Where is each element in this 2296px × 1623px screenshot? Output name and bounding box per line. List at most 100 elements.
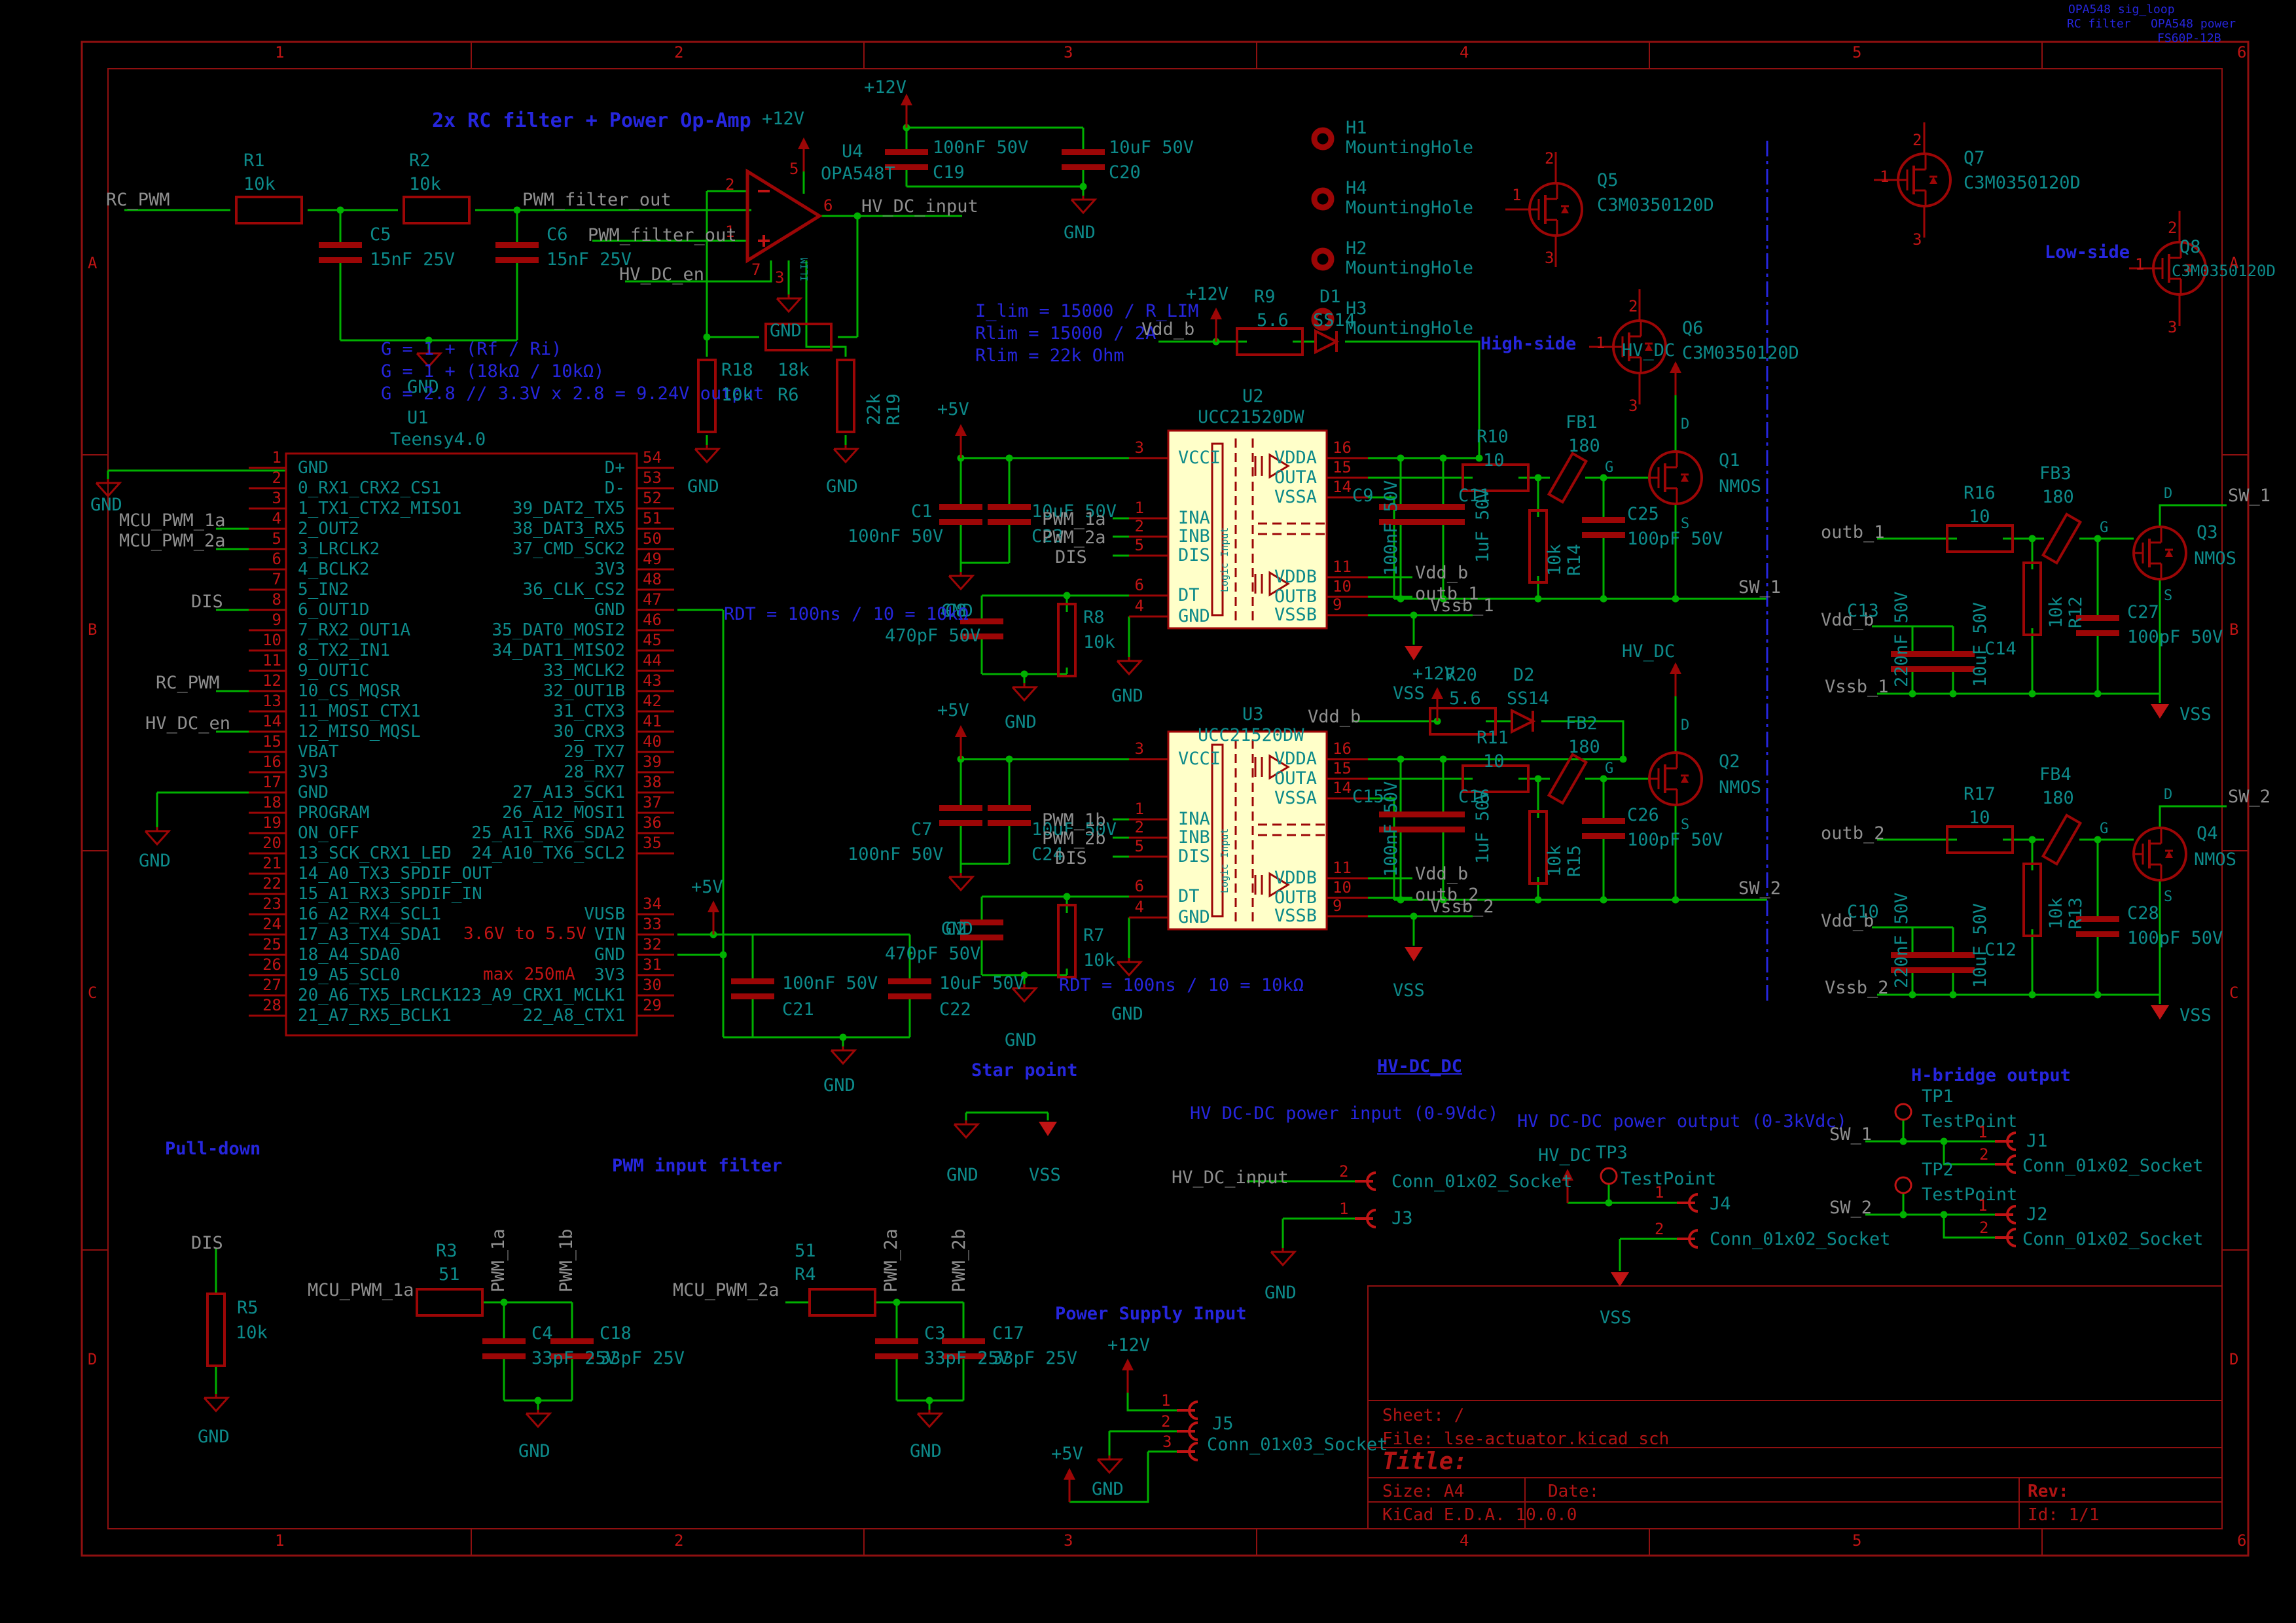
value-label: C14 xyxy=(1984,639,2017,659)
value-label: Q5 xyxy=(1597,170,1619,190)
value-label: TP1 xyxy=(1922,1086,1954,1107)
teensy-pin-name: 11_MOSI_CTX1 xyxy=(298,702,421,721)
teensy-pin-number: 1 xyxy=(272,448,281,467)
teensy-pin-name: 36_CLK_CS2 xyxy=(522,580,625,599)
value-label: Q6 xyxy=(1682,318,1704,338)
value-label: 15nF 25V xyxy=(547,249,632,270)
teensy-pin-name: 32_OUT1B xyxy=(543,681,625,701)
value-label: GND xyxy=(770,321,802,341)
teensy-pin-name: 16_A2_RX4_SCL1 xyxy=(298,904,442,924)
teensy-pin-number: 42 xyxy=(643,692,662,710)
driver-pin-number: 11 xyxy=(1333,558,1352,576)
teensy-pin-name: 21_A7_RX5_BCLK1 xyxy=(298,1006,452,1026)
value-label: Conn_01x02_Socket xyxy=(2022,1156,2204,1176)
value-label: NMOS xyxy=(1719,777,1762,798)
net-label: DIS xyxy=(1055,547,1087,567)
value-label: GND xyxy=(941,919,973,939)
driver-pin-name: VDDB xyxy=(1274,868,1317,888)
teensy-pin-name: 34_DAT1_MISO2 xyxy=(492,641,626,660)
pin-number: 7 xyxy=(751,260,761,279)
note: 2x RC filter + Power Op-Amp xyxy=(432,109,751,132)
value-label: 100nF 50V xyxy=(782,973,878,993)
value-label: VSS xyxy=(2179,704,2212,724)
value-label: C24 xyxy=(1031,844,1064,865)
titleblock-file: File: lse-actuator.kicad_sch xyxy=(1382,1429,1670,1449)
teensy-pin-name: VUSB xyxy=(584,904,625,924)
value-label: C9 xyxy=(1352,486,1374,506)
value-label: ILIM xyxy=(798,257,810,281)
border-col: 6 xyxy=(2237,1531,2247,1550)
teensy-pin-name: 3V3 xyxy=(594,560,625,579)
teensy-pin-name: 6_OUT1D xyxy=(298,600,370,620)
value-label: C25 xyxy=(1627,504,1659,524)
value-label: C8 xyxy=(945,601,967,621)
value-label: U2 xyxy=(1242,386,1264,406)
value-label: +5V xyxy=(937,700,969,721)
driver-pin-number: 9 xyxy=(1333,596,1342,614)
net-label: PWM_1a xyxy=(488,1228,509,1293)
driver-pin-number: 14 xyxy=(1333,779,1352,797)
teensy-pin-name: VIN xyxy=(594,925,625,944)
value-label: Q1 xyxy=(1719,450,1740,471)
driver-pin-name: VSSB xyxy=(1274,906,1317,926)
teensy-pin-number: 21 xyxy=(262,854,281,872)
net-label: Vdd_b xyxy=(1821,911,1874,931)
value-label: C17 xyxy=(992,1323,1024,1344)
note: Pull-down xyxy=(165,1139,261,1159)
value-label: C28 xyxy=(2127,903,2159,923)
net-label: outb_1 xyxy=(1821,522,1885,543)
value-label: GND xyxy=(90,495,122,515)
value-label: G xyxy=(2100,821,2109,837)
net-label: outb_2 xyxy=(1415,885,1479,905)
value-label: 180 xyxy=(2042,487,2074,507)
value-label: VSS xyxy=(1393,980,1425,1001)
border-row: A xyxy=(2229,254,2239,272)
pin-number: 1 xyxy=(1978,1196,1988,1215)
value-label: C21 xyxy=(782,999,814,1020)
teensy-pin-name: 18_A4_SDA0 xyxy=(298,945,401,965)
net-label: Vdd_b xyxy=(1821,610,1874,630)
teensy-pin-name: 28_RX7 xyxy=(564,762,625,782)
value-label: D xyxy=(1681,717,1690,734)
driver-pin-name: OUTB xyxy=(1274,887,1317,908)
pin-number: 3 xyxy=(775,268,785,287)
border-col: 1 xyxy=(275,1531,285,1550)
value-label: Conn_01x02_Socket xyxy=(1710,1229,1891,1249)
value-label: 100nF 50V xyxy=(1381,480,1401,576)
value-label: SS14 xyxy=(1313,310,1356,330)
note: RDT = 100ns / 10 = 10kΩ xyxy=(724,604,969,624)
driver-pin-name: VDDA xyxy=(1274,448,1317,468)
teensy-pin-name: 31_CTX3 xyxy=(553,702,625,721)
value-label: +12V xyxy=(1412,664,1456,684)
value-label: U4 xyxy=(842,141,863,162)
net-label: outb_2 xyxy=(1821,823,1885,844)
value-label: 18k xyxy=(778,360,810,380)
teensy-pin-name: 20_A6_TX5_LRCLK1 xyxy=(298,986,462,1005)
teensy-pin-name: D+ xyxy=(604,458,625,478)
pin-number: 3 xyxy=(1912,230,1922,249)
net-label: SW_2 xyxy=(1738,878,1782,899)
value-label: J5 xyxy=(1212,1414,1234,1434)
value-label: C3M0350120D xyxy=(1597,195,1714,215)
teensy-pin-name: 30_CRX3 xyxy=(553,722,625,741)
teensy-pin-name: 13_SCK_CRX1_LED xyxy=(298,844,452,863)
teensy-pin-number: 5 xyxy=(272,529,281,548)
value-label: R6 xyxy=(778,385,799,405)
teensy-pin-number: 28 xyxy=(262,996,281,1014)
value-label: 10uF 50V xyxy=(1031,501,1117,522)
value-label: 1uF 50V xyxy=(1473,488,1493,563)
value-label: H3 xyxy=(1346,298,1367,319)
value-label: C18 xyxy=(600,1323,632,1344)
value-label: GND xyxy=(910,1441,942,1461)
border-row: C xyxy=(88,984,98,1002)
teensy-pin-name: 10_CS_MQSR xyxy=(298,681,401,701)
driver-pin-name: VCCI xyxy=(1178,448,1221,468)
border-row: A xyxy=(88,254,98,272)
teensy-pin-name: 0_RX1_CRX2_CS1 xyxy=(298,478,442,498)
net-label: Vdd_b xyxy=(1308,707,1361,727)
border-row: D xyxy=(2229,1350,2239,1368)
teensy-pin-number: 47 xyxy=(643,590,662,609)
value-label: 10uF 50V xyxy=(1109,137,1194,158)
value-label: 100nF 50V xyxy=(848,844,944,865)
